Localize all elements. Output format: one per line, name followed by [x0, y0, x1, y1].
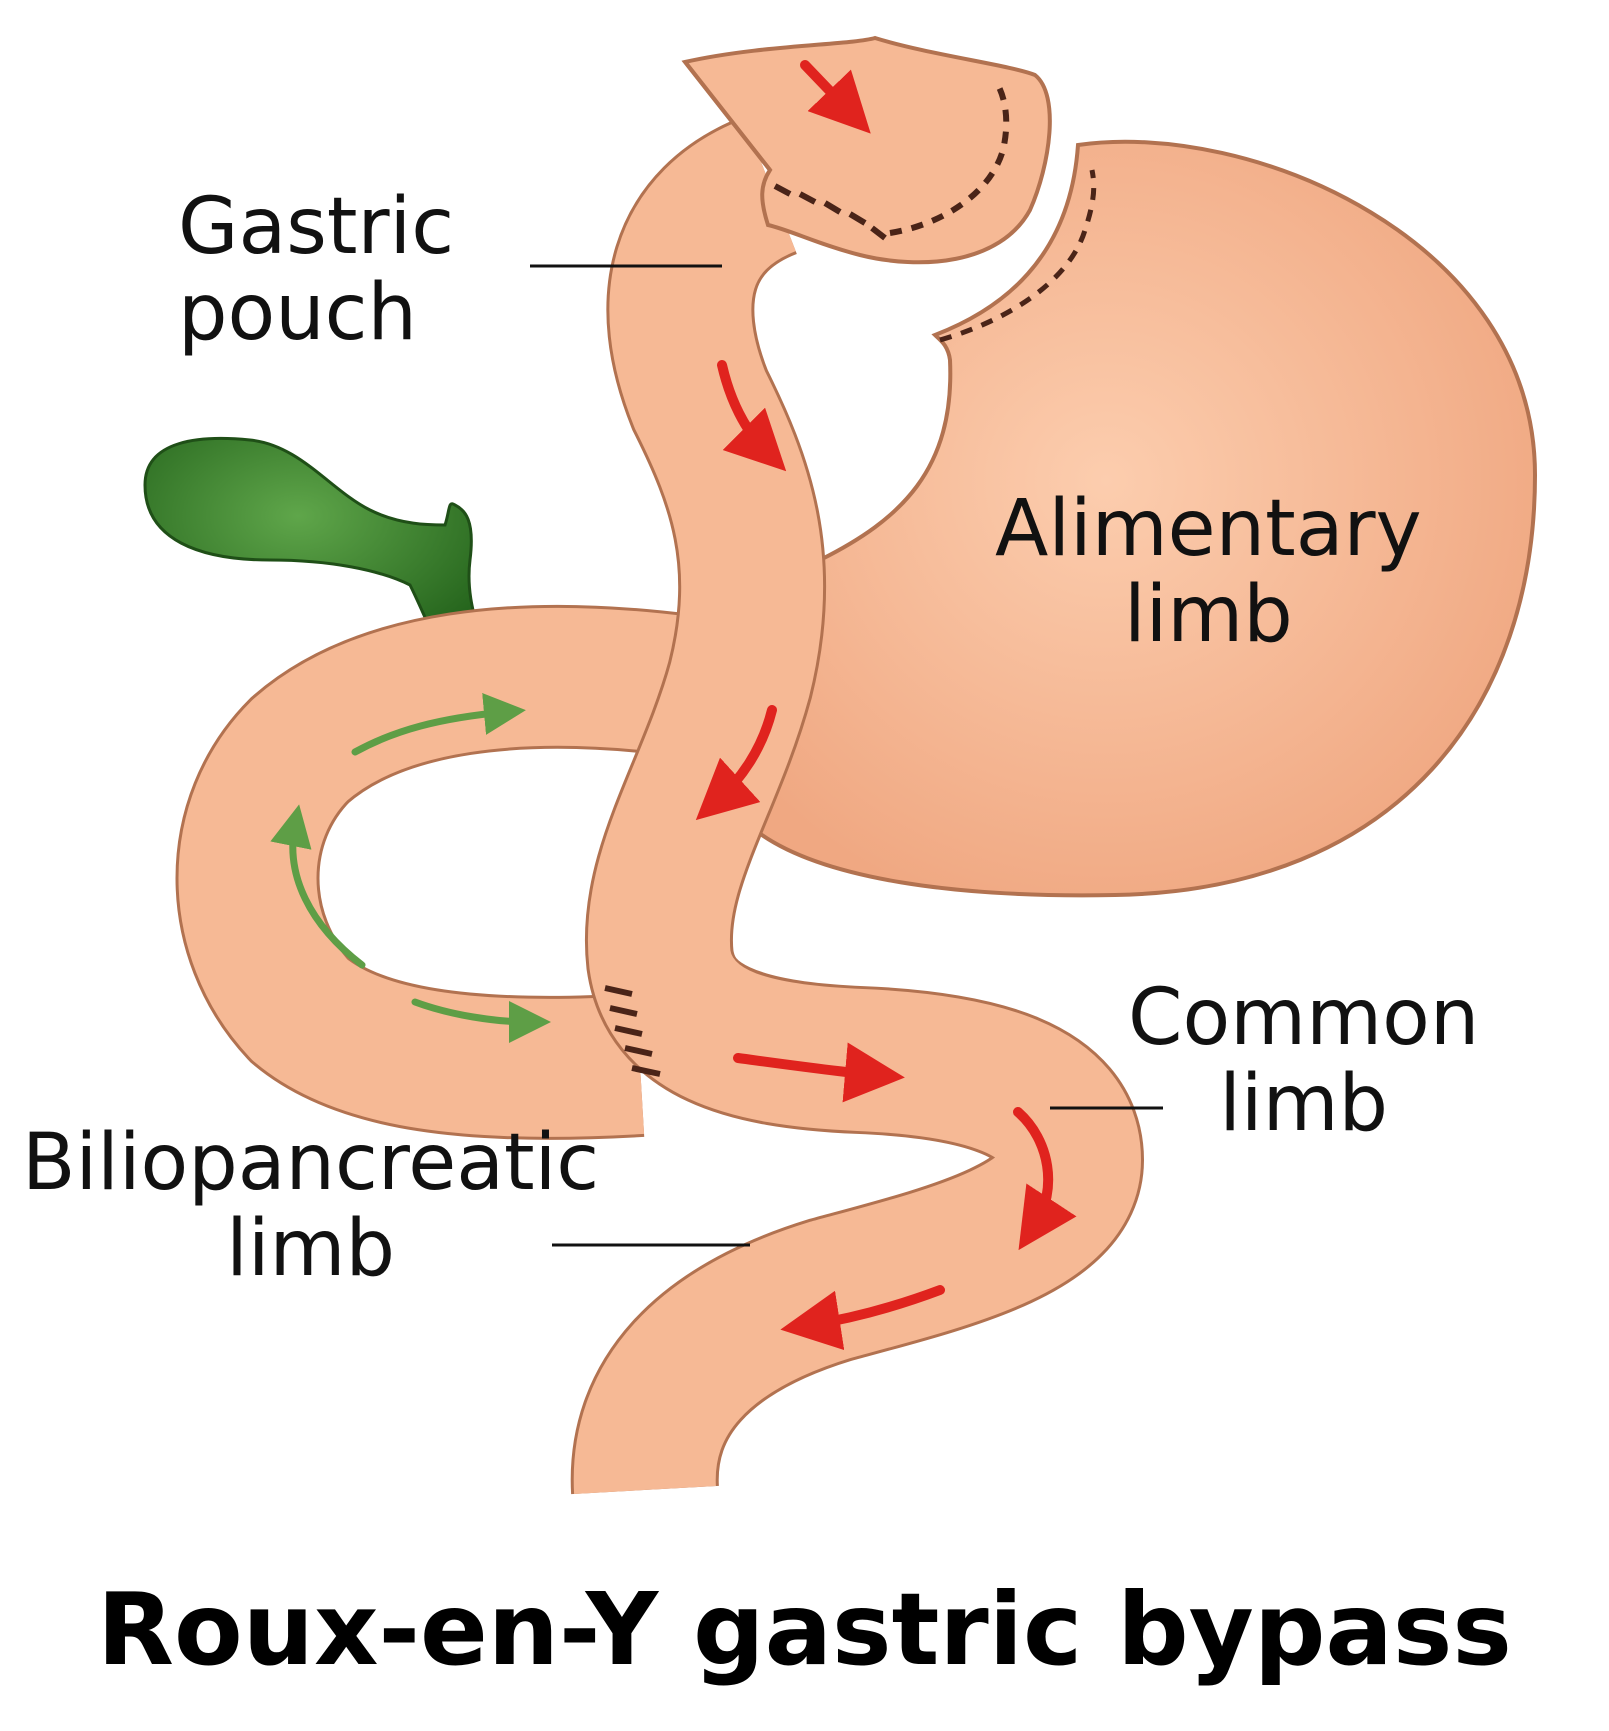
- diagram-title: Roux-en-Y gastric bypass: [97, 1571, 1512, 1688]
- anastomosis-staple-line: [604, 985, 661, 1077]
- bile-flow-arrows: [270, 693, 551, 1043]
- food-flow-arrow: [717, 360, 787, 472]
- common-limb-label: Common limb: [1128, 973, 1480, 1149]
- food-flow-arrow: [695, 705, 777, 821]
- gallbladder-shape: [143, 437, 487, 662]
- leader-lines: [530, 264, 1163, 1247]
- bile-flow-arrow: [351, 693, 526, 756]
- biliopancreatic-limb-label: Biliopancreatic limb: [22, 1118, 600, 1294]
- food-flow-arrow: [780, 1285, 945, 1351]
- remnant-stomach-shape: [752, 139, 1538, 898]
- food-flow-arrows: [695, 60, 1077, 1351]
- food-flow-arrow: [1013, 1107, 1077, 1251]
- alimentary-limb-label: Alimentary limb: [995, 484, 1422, 660]
- gastric-pouch-label: Gastric pouch: [178, 182, 455, 358]
- remnant-staple-line: [939, 169, 1097, 343]
- bile-flow-arrow: [270, 804, 366, 969]
- food-flow-arrow: [733, 1042, 905, 1103]
- bile-flow-arrow: [411, 998, 551, 1043]
- pouch-staple-line: [773, 78, 1010, 241]
- food-flow-arrow: [800, 60, 871, 134]
